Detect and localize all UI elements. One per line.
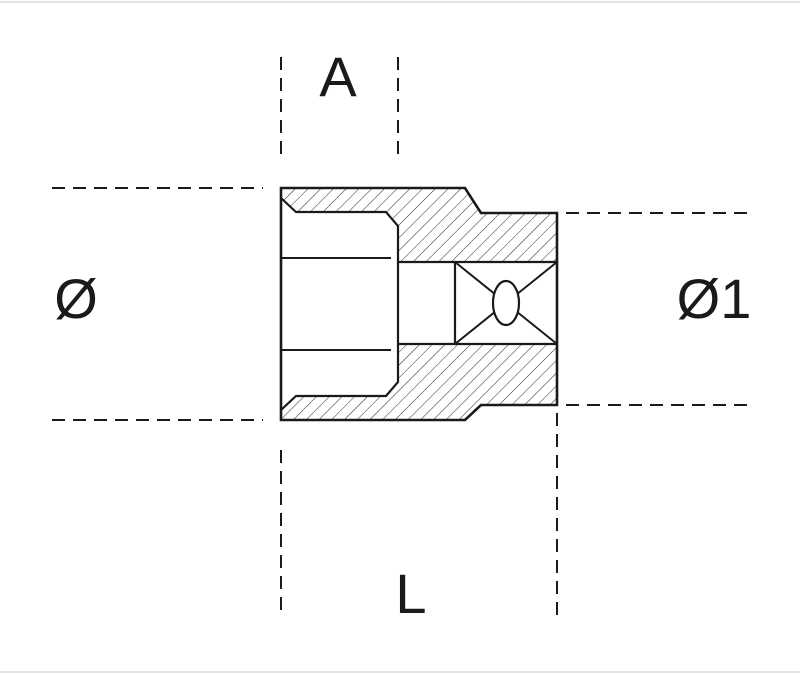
socket-outer-outline (279, 186, 559, 422)
dimension-label-a: A (319, 45, 357, 108)
hatched-section-top (281, 188, 557, 262)
hatched-section-bottom (281, 344, 557, 420)
ball-detent-hole (491, 279, 521, 327)
dimension-label-l: L (395, 562, 426, 625)
dimension-label-diameter: Ø (54, 267, 98, 330)
dimension-lines (52, 57, 748, 617)
dimension-label-diameter1: Ø1 (677, 267, 752, 330)
hex-bore-outline (280, 197, 400, 411)
